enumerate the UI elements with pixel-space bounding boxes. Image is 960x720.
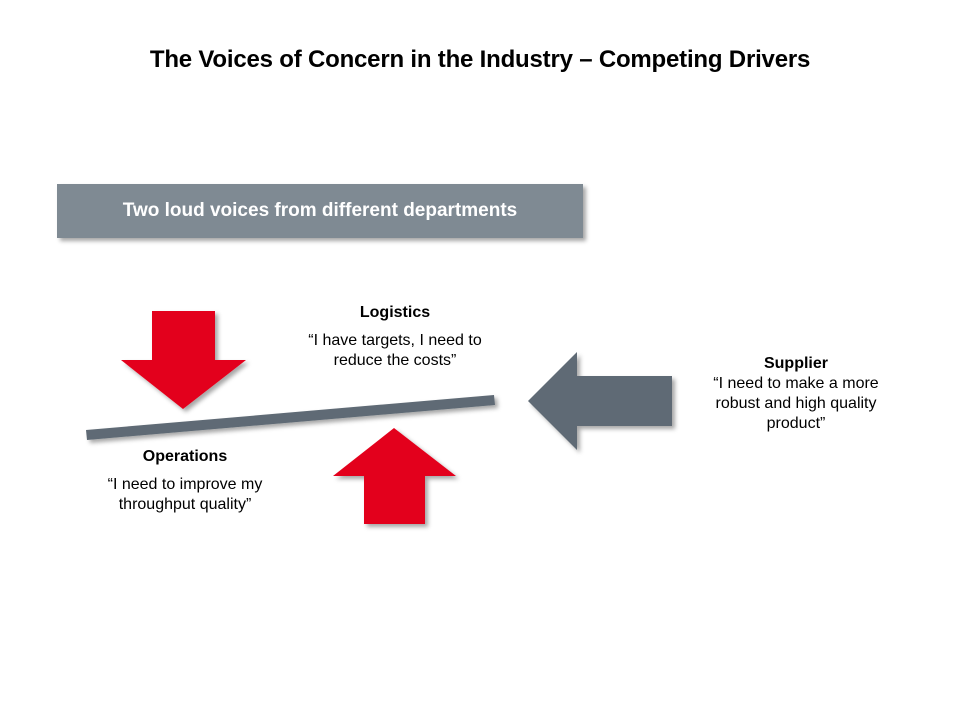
operations-name: Operations [142, 448, 228, 465]
logistics-name: Logistics [359, 304, 431, 321]
arrow-up-icon [333, 428, 456, 524]
operations-quote: “I need to improve my throughput quality… [107, 476, 263, 513]
supplier-quote: “I need to make a more robust and high q… [713, 375, 879, 432]
slide-title: The Voices of Concern in the Industry – … [149, 46, 811, 73]
logistics-quote: “I have targets, I need to reduce the co… [308, 332, 482, 369]
operations-block: Operations “I need to improve my through… [95, 447, 275, 515]
arrow-left-icon [528, 352, 672, 450]
logistics-block: Logistics “I have targets, I need to red… [300, 303, 490, 371]
supplier-block: Supplier “I need to make a more robust a… [690, 354, 902, 434]
banner: Two loud voices from different departmen… [57, 184, 583, 238]
banner-text: Two loud voices from different departmen… [122, 200, 518, 221]
arrow-down-icon [121, 311, 246, 409]
supplier-name: Supplier [763, 355, 828, 372]
lever-beam [86, 395, 495, 440]
